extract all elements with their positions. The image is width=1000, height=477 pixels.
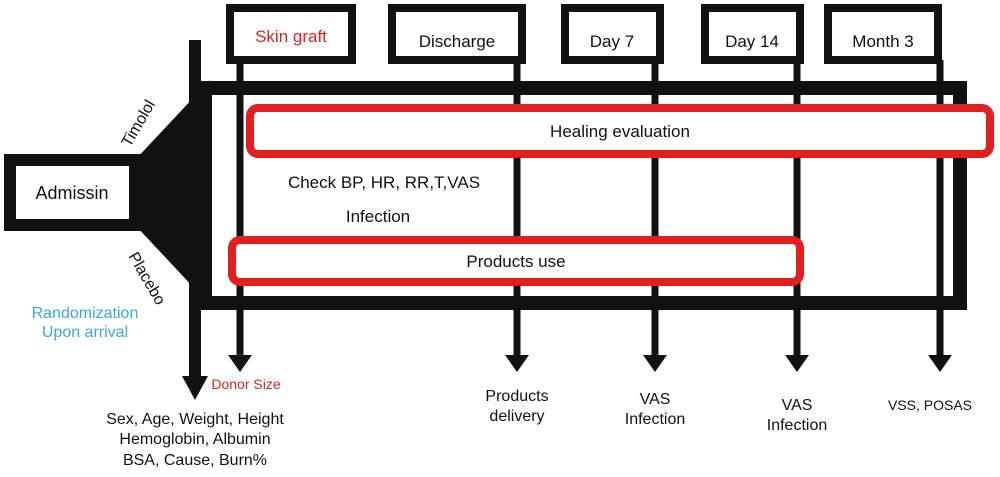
milestone-month3-label: Month 3 (852, 32, 913, 51)
month3-outcome-label: VSS, POSAS (888, 397, 972, 413)
day7-outcome-line2: Infection (625, 411, 685, 428)
milestone-day7-box (561, 4, 664, 64)
check-infection-text: Infection (346, 207, 410, 226)
milestone-day14-box (701, 4, 804, 64)
milestone-discharge-label: Discharge (419, 32, 496, 51)
donor-size-label: Donor Size (211, 376, 280, 392)
milestone-skin-graft-box (226, 4, 356, 64)
admission-box (4, 154, 141, 231)
day7-arrowhead (643, 355, 667, 372)
check-vitals-text: Check BP, HR, RR,T,VAS (288, 173, 480, 192)
day14-arrowhead (785, 355, 809, 372)
milestone-day14-label: Day 14 (725, 32, 779, 51)
randomization-line2: Upon arrival (42, 324, 128, 341)
day14-outcome-line1: VAS (782, 397, 813, 414)
milestone-discharge-box (388, 4, 526, 64)
baseline-line1: Sex, Age, Weight, Height (106, 411, 284, 428)
products-use-label: Products use (466, 252, 565, 271)
day14-outcome-line2: Infection (767, 417, 827, 434)
baseline-line2: Hemoglobin, Albumin (119, 431, 270, 448)
milestone-month3-box (824, 4, 942, 64)
baseline-line3: BSA, Cause, Burn% (123, 452, 267, 469)
randomization-line1: Randomization (32, 305, 139, 322)
healing-evaluation-label: Healing evaluation (550, 122, 690, 141)
discharge-arrowhead (505, 355, 529, 372)
month3-arrowhead (928, 355, 952, 372)
admission-label: Admissin (35, 183, 108, 203)
products-delivery-line1: Products (485, 388, 548, 405)
day7-outcome-line1: VAS (640, 391, 671, 408)
milestone-skin-graft-label: Skin graft (255, 27, 327, 46)
milestone-day7-label: Day 7 (590, 32, 634, 51)
baseline-arrowhead (182, 376, 208, 400)
skin-graft-arrowhead (228, 355, 252, 372)
products-use-band (228, 236, 804, 286)
products-delivery-line2: delivery (489, 408, 544, 425)
arm-placebo-label: Placebo (125, 250, 169, 309)
healing-evaluation-band (246, 104, 994, 158)
